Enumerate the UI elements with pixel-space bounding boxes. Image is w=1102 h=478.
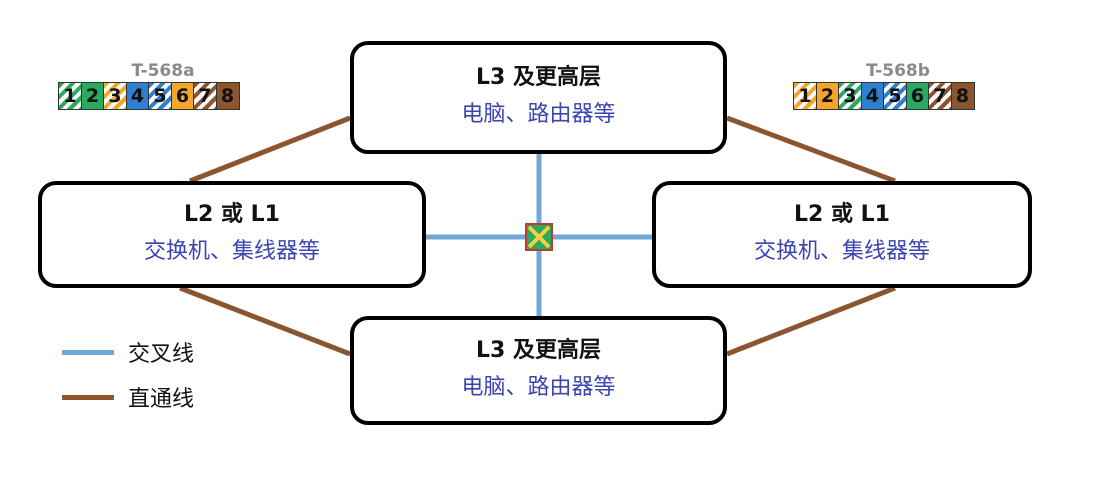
pin-7: 7 [193, 82, 217, 110]
node-right-l2: L2 或 L1 交换机、集线器等 [652, 181, 1032, 288]
node-top-l3: L3 及更高层 电脑、路由器等 [350, 41, 727, 154]
pin-1: 1 [793, 82, 817, 110]
node-bottom-title: L3 及更高层 [476, 337, 601, 363]
pin-5: 5 [148, 82, 172, 110]
node-top-title: L3 及更高层 [476, 64, 601, 90]
legend-crossover-label: 交叉线 [128, 342, 195, 367]
pin-7: 7 [928, 82, 952, 110]
legend-straight: 直通线 [62, 381, 194, 413]
straight-line-top-left [189, 115, 351, 184]
node-left-title: L2 或 L1 [184, 201, 280, 227]
legend-straight-swatch [62, 394, 114, 400]
t568b-title: T-568b [866, 61, 930, 81]
pin-8: 8 [950, 82, 975, 110]
pin-4: 4 [860, 82, 885, 110]
pin-2: 2 [815, 82, 840, 110]
node-left-l2: L2 或 L1 交换机、集线器等 [38, 181, 426, 288]
node-bottom-l3: L3 及更高层 电脑、路由器等 [350, 316, 727, 425]
pin-6: 6 [905, 82, 930, 110]
node-top-subtitle: 电脑、路由器等 [461, 101, 616, 127]
crossover-junction-icon [525, 223, 553, 251]
node-right-subtitle: 交换机、集线器等 [753, 238, 930, 264]
t568a-title: T-568a [131, 61, 195, 81]
pin-5: 5 [883, 82, 907, 110]
legend-straight-label: 直通线 [128, 387, 195, 412]
node-right-title: L2 或 L1 [794, 201, 890, 227]
straight-line-bottom-left [179, 285, 351, 357]
pin-6: 6 [170, 82, 195, 110]
pin-1: 1 [58, 82, 82, 110]
straight-line-top-right [726, 115, 896, 184]
pin-8: 8 [215, 82, 240, 110]
pin-2: 2 [80, 82, 105, 110]
pin-3: 3 [103, 82, 127, 110]
legend-crossover-swatch [62, 349, 114, 355]
legend-crossover: 交叉线 [62, 336, 194, 368]
node-left-subtitle: 交换机、集线器等 [143, 238, 320, 264]
pin-3: 3 [838, 82, 862, 110]
node-bottom-subtitle: 电脑、路由器等 [461, 374, 616, 400]
straight-line-bottom-right [726, 285, 896, 357]
pin-4: 4 [125, 82, 150, 110]
